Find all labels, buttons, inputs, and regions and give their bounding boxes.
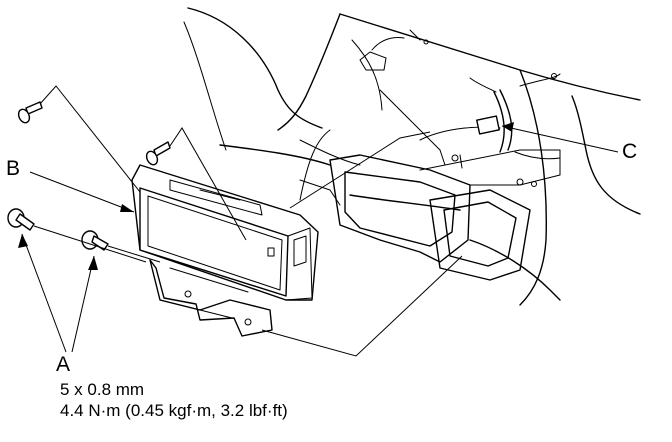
center-console (329, 126, 561, 301)
interior-details (299, 29, 557, 206)
mounting-bracket (149, 259, 273, 337)
screw-top-center (145, 141, 171, 166)
screw-a-right (81, 230, 109, 251)
dashboard-body (183, 7, 641, 306)
screw-a-left (7, 208, 35, 231)
callout-label-a: A (56, 353, 71, 376)
screw-top-left (17, 101, 43, 124)
torque-spec: 4.4 N·m (0.45 kgf·m, 3.2 lbf·ft) (60, 401, 288, 420)
screw-size-spec: 5 x 0.8 mm (60, 380, 145, 399)
callout-label-c: C (622, 140, 638, 163)
arrowheads (18, 122, 514, 270)
wire-harness (469, 73, 561, 153)
leader-lines (21, 85, 619, 357)
callout-label-b: B (6, 157, 21, 180)
display-unit (131, 164, 319, 301)
